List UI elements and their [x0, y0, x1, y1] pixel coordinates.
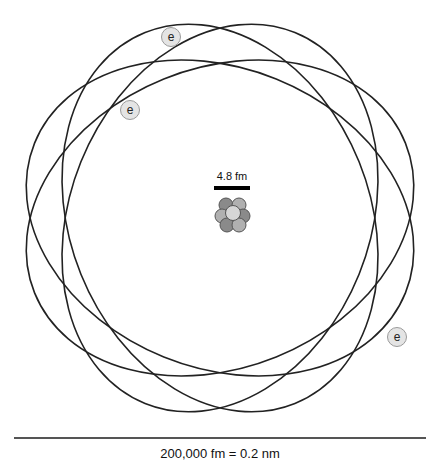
electron-symbol: e: [394, 331, 401, 343]
orbit: [0, 4, 438, 432]
nucleus: [215, 198, 250, 232]
atom-dimension: 200,000 fm = 0.2 nm: [158, 446, 282, 461]
electron: e: [387, 327, 407, 347]
electron-symbol: e: [127, 104, 134, 116]
orbit: [6, 0, 434, 460]
electron-symbol: e: [168, 31, 175, 43]
electron: e: [120, 100, 140, 120]
orbit: [6, 0, 434, 460]
electron-orbits: [0, 0, 438, 460]
nucleus-scale-bar: [214, 186, 250, 190]
electron: e: [161, 27, 181, 47]
nucleon: [226, 206, 241, 221]
nucleus-dimension: 4.8 fm: [215, 170, 250, 182]
atom-scale-bar: [14, 437, 426, 439]
